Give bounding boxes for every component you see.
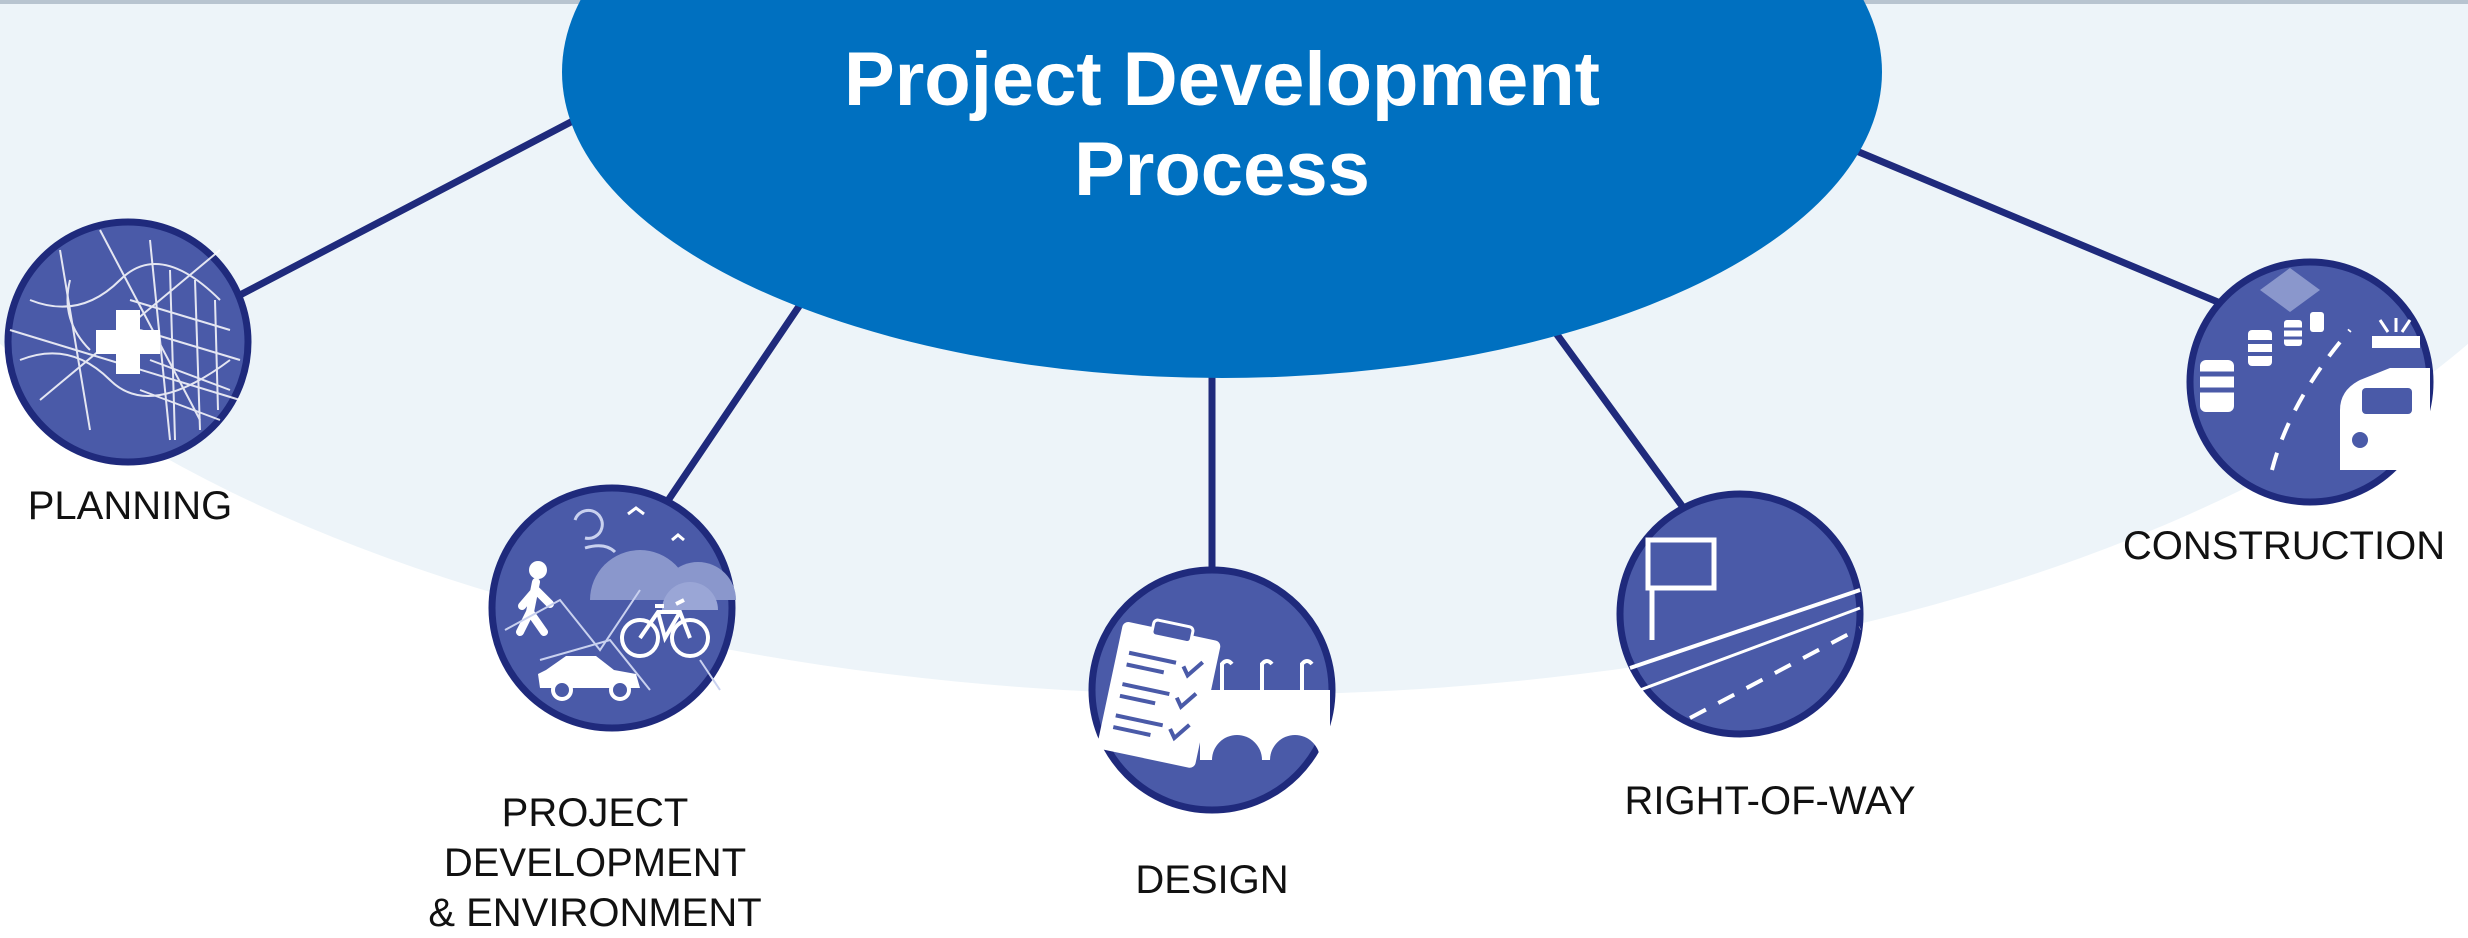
- barrels-truck-icon: [2200, 268, 2430, 471]
- stage-label-planning: PLANNING: [0, 481, 260, 531]
- process-hub: [562, 0, 1882, 378]
- connector-construction: [1831, 138, 2229, 309]
- stage-label-line: PROJECT: [501, 791, 689, 835]
- connector-planning: [236, 108, 594, 299]
- planning-circle[interactable]: [4, 218, 252, 466]
- title-line-1: Project Development: [844, 37, 1600, 122]
- stage-label-project-development: PROJECT DEVELOPMENT & ENVIRONMENT: [395, 788, 795, 938]
- connectors: [236, 108, 2229, 574]
- billboard-road-icon: [1629, 537, 1861, 720]
- stage-label-line: DEVELOPMENT: [443, 841, 747, 885]
- construction-circle[interactable]: [2186, 258, 2434, 506]
- project-development-circle[interactable]: [488, 484, 736, 732]
- title-line-2: Process: [1074, 127, 1370, 212]
- stage-label-line: RIGHT-OF-WAY: [1624, 779, 1916, 823]
- connector-project-development: [661, 286, 814, 509]
- stage-label-construction: CONSTRUCTION: [2100, 521, 2468, 571]
- stage-label-line: CONSTRUCTION: [2122, 524, 2446, 568]
- plus-icon: [96, 310, 160, 374]
- design-circle[interactable]: [1088, 566, 1336, 814]
- stage-label-design: DESIGN: [1062, 855, 1362, 905]
- right-of-way-circle[interactable]: [1616, 490, 1864, 738]
- stage-label-line: DESIGN: [1135, 858, 1289, 902]
- stage-label-line: & ENVIRONMENT: [428, 891, 762, 935]
- pedestrian-bike-car-icon: [504, 506, 736, 701]
- connector-right-of-way: [1546, 321, 1689, 514]
- stage-label-right-of-way: RIGHT-OF-WAY: [1560, 776, 1980, 826]
- clipboard-bridge-icon: [1097, 618, 1330, 768]
- stage-label-line: PLANNING: [27, 484, 233, 528]
